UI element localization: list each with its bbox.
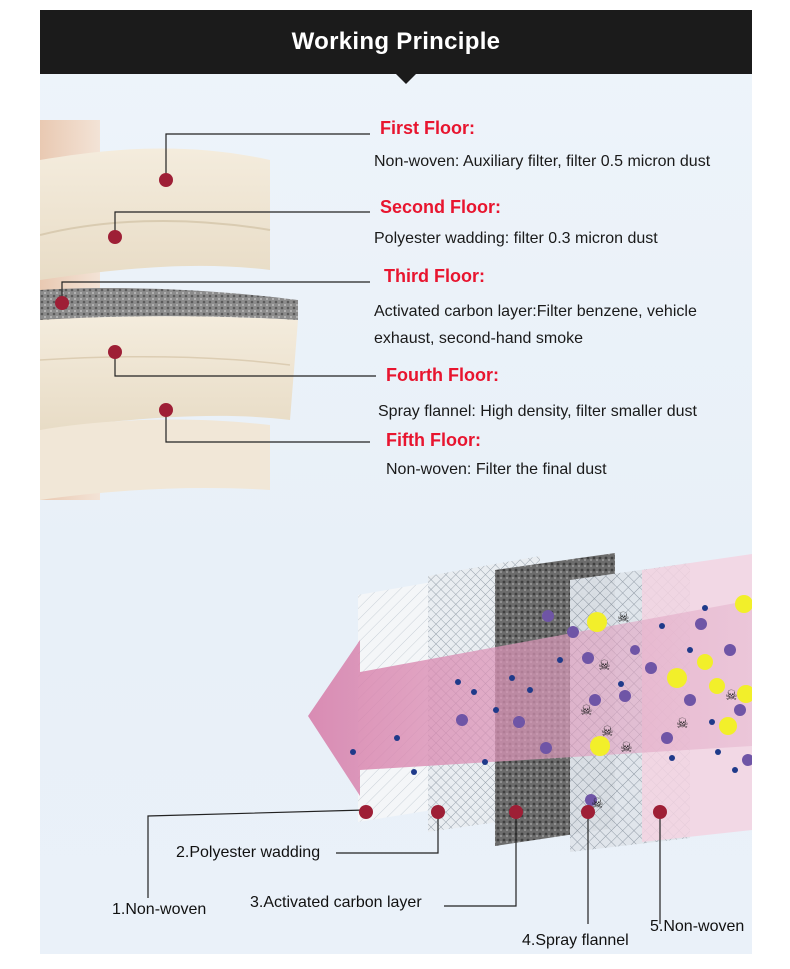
layer-marker-5 <box>653 805 667 819</box>
layer-label-3: 3.Activated carbon layer <box>250 894 422 911</box>
page-title: Working Principle <box>291 28 501 55</box>
svg-text:☠: ☠ <box>580 703 593 719</box>
floor-marker-5 <box>159 403 173 417</box>
floor-desc-4: Spray flannel: High density, filter smal… <box>378 403 697 420</box>
layer-marker-1 <box>359 805 373 819</box>
layer-label-5: 5.Non-woven <box>650 918 745 935</box>
layer-marker-3 <box>509 805 523 819</box>
floor-desc-3-line-1: Activated carbon layer:Filter benzene, v… <box>374 303 697 320</box>
floor-desc-1: Non-woven: Auxiliary filter, filter 0.5 … <box>374 153 711 170</box>
floor-title-5: Fifth Floor: <box>386 430 481 450</box>
floor-desc-2: Polyester wadding: filter 0.3 micron dus… <box>374 230 658 247</box>
svg-text:☠: ☠ <box>598 658 611 674</box>
airflow-arrow <box>308 600 752 796</box>
layer-marker-2 <box>431 805 445 819</box>
floor-marker-3 <box>55 296 69 310</box>
floor-desc-5: Non-woven: Filter the final dust <box>386 461 607 478</box>
svg-text:☠: ☠ <box>620 740 633 756</box>
floor-title-1: First Floor: <box>380 118 475 138</box>
svg-text:☠: ☠ <box>725 688 738 704</box>
layer-label-1: 1.Non-woven <box>112 901 207 918</box>
svg-text:☠: ☠ <box>591 796 604 812</box>
layer-label-2: 2.Polyester wadding <box>176 844 321 861</box>
working-principle-panel: Working Principle <box>40 10 752 954</box>
floor-leader-lines <box>55 133 376 443</box>
mask-cross-section-illustration <box>40 120 298 500</box>
floor-title-2: Second Floor: <box>380 197 501 217</box>
floor-marker-1 <box>159 173 173 187</box>
header-bar: Working Principle <box>40 10 752 74</box>
layer-marker-4 <box>581 805 595 819</box>
svg-text:☠: ☠ <box>676 716 689 732</box>
header-notch <box>396 74 416 84</box>
floor-desc-3-line-2: exhaust, second-hand smoke <box>374 330 584 347</box>
floor-title-3: Third Floor: <box>384 266 485 286</box>
filtration-layers-diagram: ☠ ☠ ☠ ☠ ☠ ☠ ☠ ☠ <box>147 553 752 924</box>
svg-text:☠: ☠ <box>601 724 614 740</box>
svg-text:☠: ☠ <box>617 610 630 626</box>
floor-title-4: Fourth Floor: <box>386 365 499 385</box>
floor-marker-4 <box>108 345 122 359</box>
floor-marker-2 <box>108 230 122 244</box>
layer-label-4: 4.Spray flannel <box>522 932 629 949</box>
